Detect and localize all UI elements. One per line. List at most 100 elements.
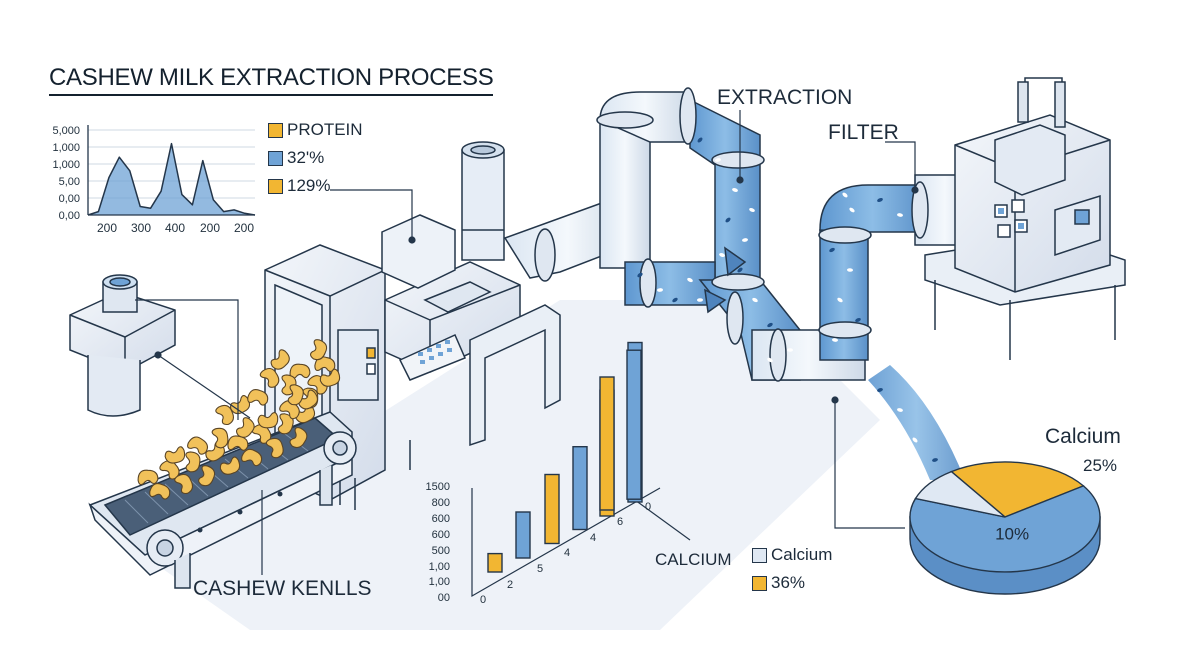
bar-blue <box>572 446 588 531</box>
x-tick-label: 400 <box>165 221 185 235</box>
cashew <box>149 483 171 500</box>
filter-label: FILTER <box>828 121 899 144</box>
cashew <box>187 436 209 455</box>
cashew <box>277 413 294 435</box>
cashew <box>219 456 241 475</box>
x-tick-label: 4 <box>590 532 596 544</box>
x-tick-label: 200 <box>200 221 220 235</box>
y-tick-label: 00 <box>438 592 450 604</box>
cashew <box>265 437 284 459</box>
cashew-pile <box>137 339 341 500</box>
droplet <box>742 238 748 242</box>
cashew <box>319 368 341 387</box>
legend-label: PROTEIN <box>287 120 363 139</box>
cashew <box>247 389 269 406</box>
legend-swatch-orange <box>268 122 283 138</box>
area-series-line <box>87 142 256 216</box>
cashew <box>310 339 328 361</box>
legend-label: 32'% <box>287 148 325 167</box>
floor-shadow <box>150 300 880 630</box>
calcium-pie-label: Calcium <box>1045 425 1121 448</box>
y-tick-label: 600 <box>432 513 450 525</box>
cashew <box>227 435 249 451</box>
droplet <box>715 158 721 162</box>
cashew <box>236 417 255 438</box>
droplet <box>737 267 743 273</box>
bar-blue <box>515 511 531 559</box>
cashew <box>289 427 308 449</box>
cashew <box>314 356 336 372</box>
legend-swatch-light <box>752 547 767 563</box>
droplet <box>637 272 643 278</box>
cashew <box>164 446 186 464</box>
droplet <box>749 207 755 213</box>
hopper-unit <box>69 274 176 417</box>
droplet <box>855 317 861 323</box>
milk-droplets <box>637 137 948 481</box>
cashew <box>137 469 159 486</box>
x-tick-label: 0 <box>645 501 651 513</box>
cashew <box>241 448 263 467</box>
y-tick-label: 5,00 <box>59 176 80 188</box>
droplet <box>877 198 883 202</box>
legend-item-32: 32'% <box>268 148 324 168</box>
y-tick-label: 1500 <box>426 481 450 493</box>
y-tick-label: 1,00 <box>429 561 450 573</box>
pie-label-10: 10% <box>995 524 1029 543</box>
x-tick-label: 2 <box>507 579 513 591</box>
droplet <box>847 268 853 272</box>
droplet <box>705 178 711 182</box>
droplet <box>672 297 678 303</box>
droplet <box>829 247 835 253</box>
y-tick-label: 600 <box>432 529 450 541</box>
pie-chart: 25% 10% <box>909 456 1117 595</box>
droplet <box>725 217 731 223</box>
x-tick-label: 300 <box>131 221 151 235</box>
y-tick-label: 1,000 <box>52 142 80 154</box>
leader-lines <box>135 110 919 575</box>
y-tick-label: 1,00 <box>429 576 450 588</box>
droplet <box>767 357 773 363</box>
pie-label-25: 25% <box>1083 456 1117 475</box>
droplet <box>912 437 918 443</box>
legend-label: 36% <box>771 573 806 592</box>
pie-slice <box>914 470 1006 518</box>
x-tick-label: 5 <box>537 563 543 575</box>
droplet <box>897 213 903 217</box>
droplet <box>697 298 703 302</box>
legend-swatch-blue <box>268 150 283 166</box>
x-tick-label: 200 <box>97 221 117 235</box>
legend-swatch-orange <box>268 178 283 194</box>
droplet <box>719 253 725 257</box>
legend-item-36: 36% <box>752 573 805 593</box>
axes <box>471 487 661 598</box>
cashew <box>159 460 180 480</box>
cashew <box>215 404 235 426</box>
droplet <box>657 288 663 292</box>
cashew <box>198 465 216 487</box>
pipe-network <box>503 87 976 480</box>
cashew-kernels-label: CASHEW KENLLS <box>193 577 372 600</box>
droplet <box>917 468 923 472</box>
legend-item-129: 129% <box>268 176 330 196</box>
legend-label: Calcium <box>771 545 833 564</box>
legend-label: 129% <box>287 176 331 195</box>
droplet <box>897 408 903 412</box>
bar-orange <box>599 376 615 511</box>
x-tick-label: 4 <box>564 547 570 559</box>
area-series <box>88 143 255 215</box>
y-tick-label: 5,000 <box>52 125 80 137</box>
page-title: CASHEW MILK EXTRACTION PROCESS <box>49 64 494 96</box>
droplet <box>877 388 883 392</box>
droplet <box>849 207 855 213</box>
droplet <box>842 192 848 198</box>
x-tick-label: 6 <box>617 516 623 528</box>
cashew <box>211 427 229 449</box>
cashew <box>174 473 194 495</box>
bar-orange <box>544 473 560 545</box>
cashew <box>230 394 251 415</box>
extraction-label: EXTRACTION <box>717 86 853 109</box>
